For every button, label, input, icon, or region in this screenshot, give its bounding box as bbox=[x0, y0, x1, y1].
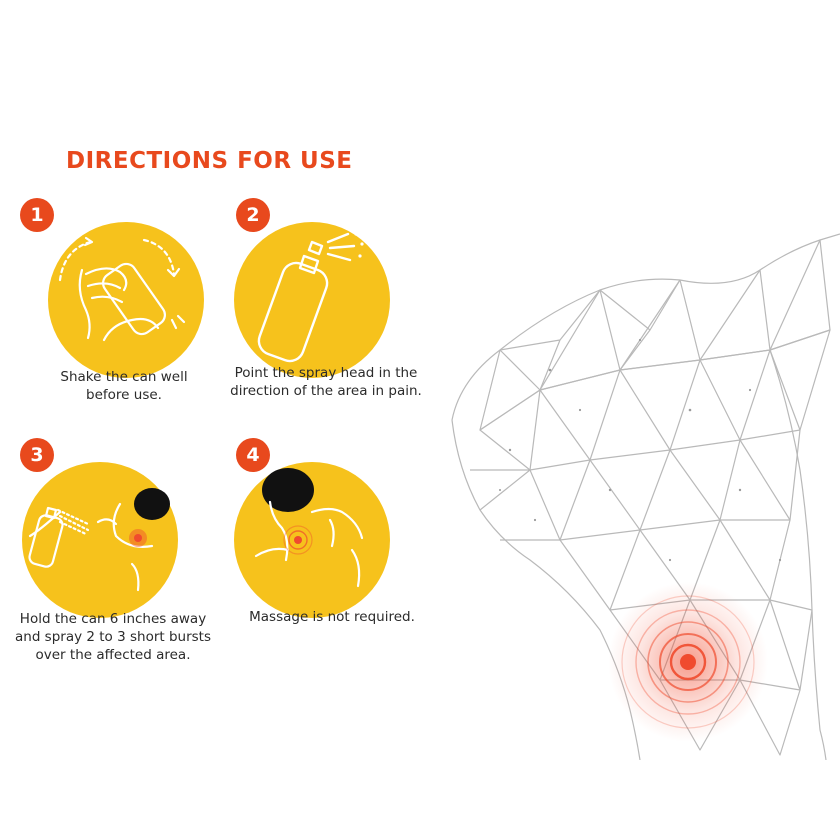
step-number-badge: 3 bbox=[20, 438, 54, 472]
caption-line: over the affected area. bbox=[35, 647, 191, 663]
neck-pain-relief-icon bbox=[234, 462, 390, 618]
caption-line: Massage is not required. bbox=[249, 609, 415, 625]
page-title: DIRECTIONS FOR USE bbox=[66, 148, 353, 174]
step-4: 4 Massage is not required. bbox=[234, 438, 436, 658]
step-1: 1 Shake the can well before use. bbox=[20, 198, 220, 418]
step-caption: Hold the can 6 inches away and spray 2 t… bbox=[2, 610, 224, 664]
step-number-badge: 1 bbox=[20, 198, 54, 232]
pain-target-icon bbox=[608, 582, 768, 742]
wireframe-torso-pain-illustration bbox=[451, 233, 840, 760]
caption-line: Hold the can 6 inches away bbox=[19, 611, 207, 627]
step-3: 3 Hold the can 6 inches away and spray 2… bbox=[15, 438, 220, 678]
step-caption: Massage is not required. bbox=[222, 608, 442, 626]
caption-line: before use. bbox=[86, 387, 162, 403]
spray-can-icon bbox=[234, 222, 390, 378]
step-number-badge: 4 bbox=[236, 438, 270, 472]
step-2: 2 Point the spray head in the direction … bbox=[230, 198, 436, 418]
step-number-badge: 2 bbox=[236, 198, 270, 232]
hands-shaking-can-icon bbox=[48, 222, 204, 378]
step-caption: Point the spray head in the direction of… bbox=[216, 364, 436, 400]
caption-line: direction of the area in pain. bbox=[230, 383, 422, 399]
caption-line: Shake the can well bbox=[60, 369, 188, 385]
caption-line: and spray 2 to 3 short bursts bbox=[14, 629, 212, 645]
spraying-neck-icon bbox=[22, 462, 178, 618]
caption-line: Point the spray head in the bbox=[234, 365, 418, 381]
step-caption: Shake the can well before use. bbox=[20, 368, 228, 404]
